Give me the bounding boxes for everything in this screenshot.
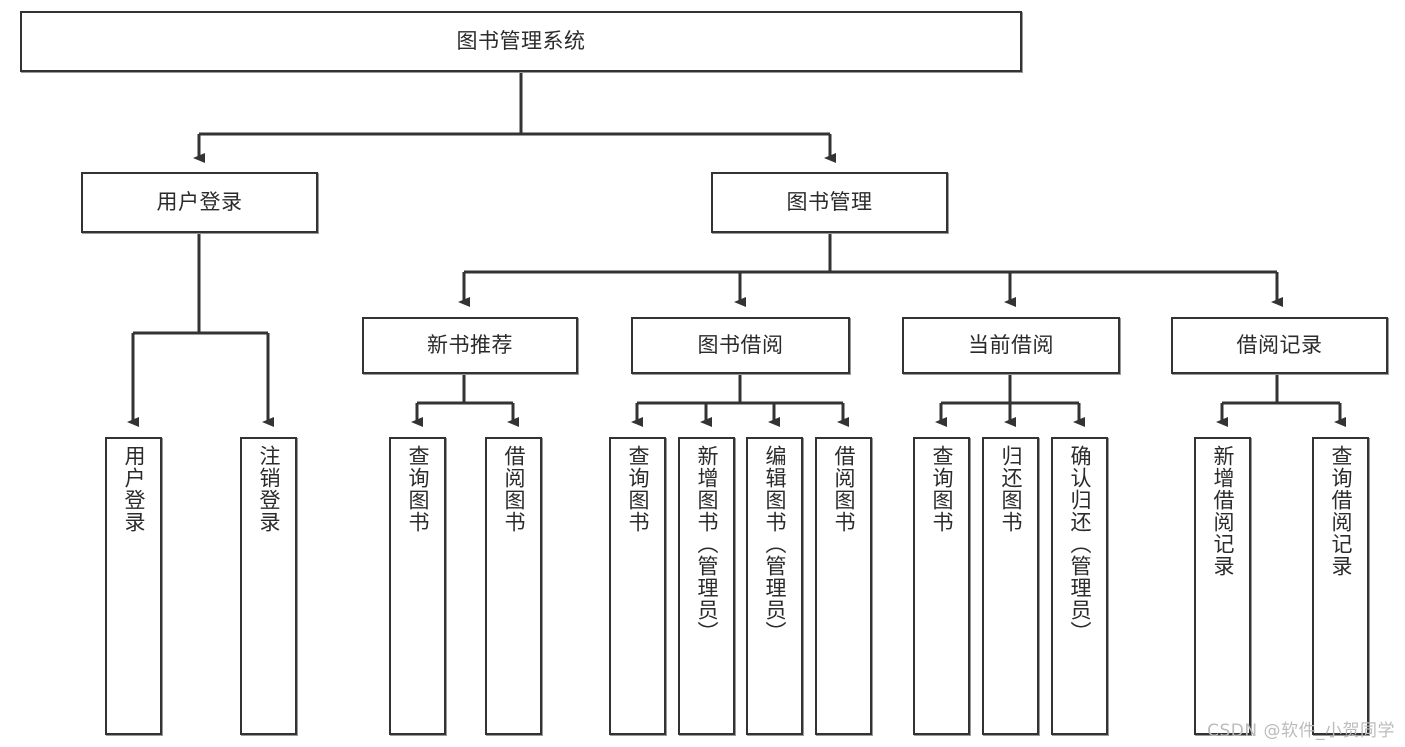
leaf-current-borrow-2[interactable]: 归还图书 — [982, 437, 1039, 735]
node-user-login[interactable]: 用户登录 — [81, 172, 318, 233]
leaf-current-borrow-2-label: 归还图书 — [998, 445, 1023, 533]
leaf-current-borrow-1-label: 查询图书 — [929, 445, 954, 533]
leaf-book-borrow-3-label: 编辑图书（管理员） — [762, 445, 787, 643]
leaf-borrow-record-1-label: 新增借阅记录 — [1210, 445, 1235, 577]
leaf-current-borrow-1[interactable]: 查询图书 — [913, 437, 970, 735]
leaf-new-book-2-label: 借阅图书 — [501, 445, 526, 533]
leaf-borrow-record-2-label: 查询借阅记录 — [1328, 445, 1353, 577]
node-book-management-label: 图书管理 — [786, 189, 873, 214]
leaf-user-login-2[interactable]: 注销登录 — [240, 437, 297, 735]
leaf-new-book-1[interactable]: 查询图书 — [389, 437, 446, 735]
leaf-book-borrow-1[interactable]: 查询图书 — [609, 437, 666, 735]
leaf-current-borrow-3-label: 确认归还（管理员） — [1067, 445, 1092, 643]
leaf-book-borrow-1-label: 查询图书 — [625, 445, 650, 533]
leaf-book-borrow-4[interactable]: 借阅图书 — [815, 437, 872, 735]
leaf-borrow-record-2[interactable]: 查询借阅记录 — [1312, 437, 1369, 735]
node-user-login-label: 用户登录 — [156, 189, 243, 214]
node-borrow-record[interactable]: 借阅记录 — [1171, 317, 1388, 374]
node-book-borrow[interactable]: 图书借阅 — [631, 317, 850, 374]
leaf-user-login-1[interactable]: 用户登录 — [105, 437, 162, 735]
node-current-borrow-label: 当前借阅 — [968, 332, 1054, 357]
node-current-borrow[interactable]: 当前借阅 — [902, 317, 1120, 374]
leaf-user-login-1-label: 用户登录 — [121, 445, 146, 533]
node-new-book-recommend-label: 新书推荐 — [427, 332, 513, 357]
node-book-borrow-label: 图书借阅 — [697, 332, 784, 357]
node-root-label: 图书管理系统 — [456, 28, 586, 53]
node-borrow-record-label: 借阅记录 — [1236, 332, 1323, 357]
leaf-book-borrow-4-label: 借阅图书 — [831, 445, 856, 533]
leaf-new-book-2[interactable]: 借阅图书 — [485, 437, 542, 735]
csdn-watermark: CSDN @软件_小贺同学 — [1207, 721, 1395, 741]
node-new-book-recommend[interactable]: 新书推荐 — [362, 317, 578, 374]
leaf-book-borrow-2-label: 新增图书（管理员） — [694, 445, 719, 643]
leaf-current-borrow-3[interactable]: 确认归还（管理员） — [1051, 437, 1108, 735]
leaf-book-borrow-3[interactable]: 编辑图书（管理员） — [746, 437, 803, 735]
leaf-new-book-1-label: 查询图书 — [405, 445, 430, 533]
node-root[interactable]: 图书管理系统 — [20, 11, 1022, 72]
node-book-management[interactable]: 图书管理 — [711, 172, 948, 233]
leaf-book-borrow-2[interactable]: 新增图书（管理员） — [678, 437, 735, 735]
leaf-borrow-record-1[interactable]: 新增借阅记录 — [1194, 437, 1251, 735]
leaf-user-login-2-label: 注销登录 — [256, 445, 281, 533]
